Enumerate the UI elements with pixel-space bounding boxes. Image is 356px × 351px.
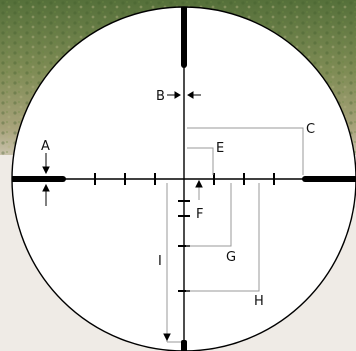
label-f: F <box>196 207 203 222</box>
top-thick-post <box>181 4 187 68</box>
label-b: B <box>156 89 165 104</box>
label-c: C <box>306 122 315 137</box>
right-thick-post <box>302 176 356 182</box>
label-a: A <box>41 139 50 154</box>
left-thick-post <box>10 176 66 182</box>
label-i: I <box>158 254 162 269</box>
label-h: H <box>254 294 264 309</box>
label-e: E <box>216 141 224 156</box>
label-g: G <box>226 250 236 265</box>
